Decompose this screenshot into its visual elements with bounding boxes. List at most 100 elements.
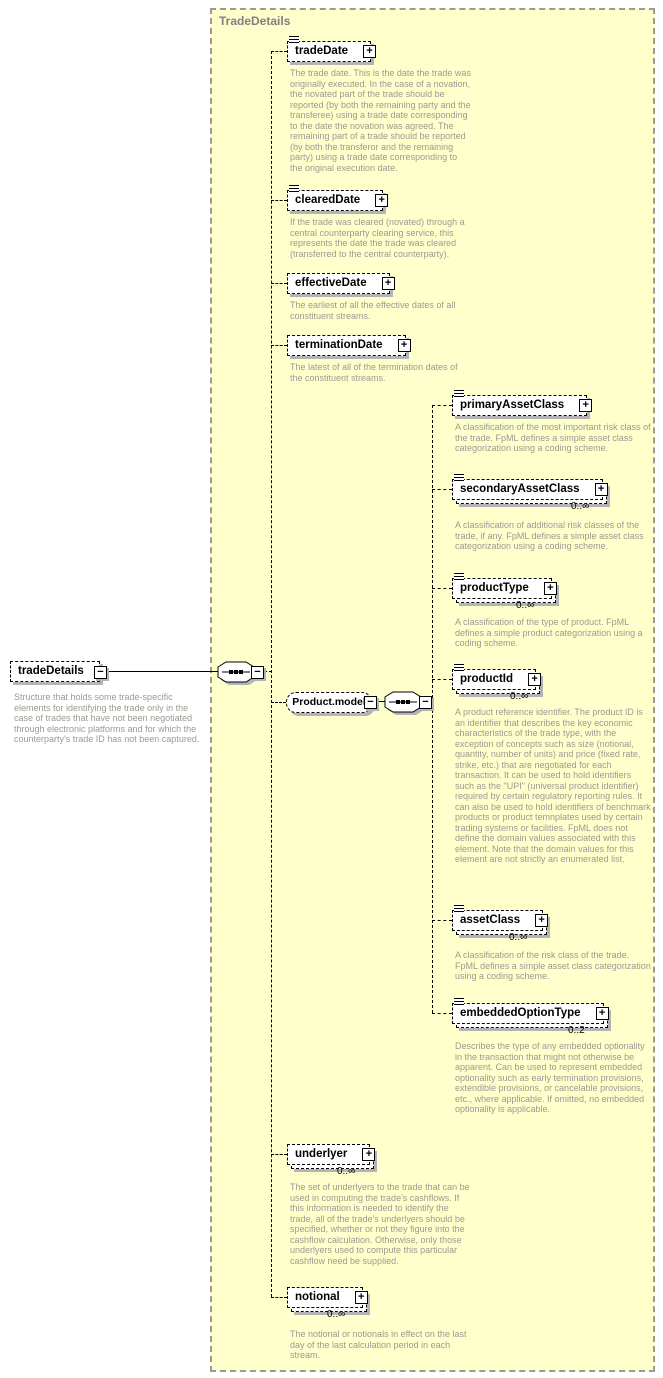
expand-icon[interactable]: + xyxy=(354,1291,368,1304)
element-label: productId xyxy=(460,673,514,685)
sequence-icon xyxy=(216,660,262,693)
element-label: assetClass xyxy=(460,914,521,926)
attributes-icon xyxy=(454,664,464,673)
connector-sequence-stub xyxy=(264,671,272,672)
occurrence-label: 0..∞ xyxy=(509,932,528,943)
occurrence-label: 0..∞ xyxy=(571,501,590,512)
element-effectiveDate[interactable]: effectiveDate + xyxy=(287,273,395,294)
element-description: The trade date. This is the date the tra… xyxy=(290,68,471,173)
element-description: A classification of the type of product.… xyxy=(455,617,643,648)
element-box[interactable]: tradeDetails xyxy=(10,661,100,682)
element-box[interactable]: embeddedOptionType + xyxy=(452,998,609,1024)
element-description: A classification of the most important r… xyxy=(455,422,651,453)
group-box[interactable]: Product.model xyxy=(286,692,372,713)
connector-to-tradeDate xyxy=(271,51,287,52)
expand-icon[interactable]: + xyxy=(528,673,542,686)
element-notional[interactable]: notional + xyxy=(287,1287,368,1312)
element-label: terminationDate xyxy=(295,339,383,351)
collapse-icon[interactable]: − xyxy=(419,696,432,709)
connector-to-effectiveDate xyxy=(271,283,287,284)
collapse-icon[interactable]: − xyxy=(251,666,264,679)
connector-to-product-model xyxy=(271,702,286,703)
element-box[interactable]: notional + xyxy=(287,1287,368,1308)
element-description: The earliest of all the effective dates … xyxy=(290,300,456,321)
element-description: The notional or notionals in effect on t… xyxy=(290,1329,467,1360)
group-label: Product.model xyxy=(292,696,366,708)
element-box[interactable]: clearedDate+ xyxy=(287,185,389,211)
element-label: notional xyxy=(295,1291,340,1303)
sequence-icon xyxy=(383,690,429,723)
connector-branch-level2 xyxy=(432,405,433,1013)
element-box[interactable]: underlyer + xyxy=(287,1144,376,1165)
attributes-icon xyxy=(289,36,299,45)
expand-icon[interactable]: + xyxy=(579,399,593,412)
element-primaryAssetClass[interactable]: primaryAssetClass + xyxy=(452,390,593,416)
occurrence-label: 0..∞ xyxy=(516,600,535,611)
element-description: Structure that holds some trade-specific… xyxy=(14,692,200,744)
element-label: effectiveDate xyxy=(295,277,367,289)
element-assetClass[interactable]: assetClass + xyxy=(452,905,549,935)
occurrence-label: 0..∞ xyxy=(327,1309,346,1320)
element-box[interactable]: assetClass + xyxy=(452,905,549,931)
attributes-icon xyxy=(454,998,464,1007)
connector-to-notional xyxy=(271,1297,287,1298)
element-box[interactable]: productType + xyxy=(452,573,557,599)
element-productId[interactable]: productId + xyxy=(452,664,542,694)
element-label: underlyer xyxy=(295,1148,348,1160)
occurrence-label: 0..2 xyxy=(568,1025,585,1036)
element-box[interactable]: secondaryAssetClass + xyxy=(452,474,608,500)
element-label: tradeDetails xyxy=(18,665,84,677)
element-clearedDate[interactable]: clearedDate+ xyxy=(287,185,389,211)
connector-to-productId xyxy=(432,679,452,680)
connector-to-embeddedOptionType xyxy=(432,1013,452,1014)
expand-icon[interactable]: + xyxy=(595,1007,609,1020)
element-label: secondaryAssetClass xyxy=(460,483,580,495)
element-box[interactable]: primaryAssetClass + xyxy=(452,390,593,416)
element-box[interactable]: productId + xyxy=(452,664,542,690)
expand-icon[interactable]: + xyxy=(535,914,549,927)
element-description: A classification of the risk class of th… xyxy=(455,950,651,981)
element-box[interactable]: effectiveDate + xyxy=(287,273,395,294)
connector-to-underlyer xyxy=(271,1154,287,1155)
element-box[interactable]: tradeDate+ xyxy=(287,36,377,62)
expand-icon[interactable]: + xyxy=(362,1148,376,1161)
element-productType[interactable]: productType + xyxy=(452,573,557,603)
group-product-model[interactable]: Product.model xyxy=(286,692,372,713)
element-label: embeddedOptionType xyxy=(460,1007,581,1019)
connector-root-to-sequence xyxy=(107,671,218,672)
element-label: productType xyxy=(460,582,529,594)
expand-icon[interactable]: + xyxy=(543,582,557,595)
element-description: A classification of additional risk clas… xyxy=(455,520,644,551)
panel-title: TradeDetails xyxy=(219,14,291,28)
element-description: The set of underlyers to the trade that … xyxy=(290,1182,470,1266)
collapse-icon[interactable]: − xyxy=(94,666,107,679)
expand-icon[interactable]: + xyxy=(381,277,395,290)
element-terminationDate[interactable]: terminationDate + xyxy=(287,335,411,356)
attributes-icon xyxy=(454,573,464,582)
attributes-icon xyxy=(454,390,464,399)
connector-to-clearedDate xyxy=(271,200,287,201)
element-description: Describes the type of any embedded optio… xyxy=(455,1041,645,1114)
expand-icon[interactable]: + xyxy=(397,339,411,352)
attributes-icon xyxy=(289,185,299,194)
expand-icon[interactable]: + xyxy=(375,194,389,207)
connector-to-productType xyxy=(432,588,452,589)
attributes-icon xyxy=(454,474,464,483)
element-tradeDate[interactable]: tradeDate+ xyxy=(287,36,377,62)
element-tradeDetails[interactable]: tradeDetails xyxy=(10,661,100,682)
element-label: primaryAssetClass xyxy=(460,399,565,411)
element-embeddedOptionType[interactable]: embeddedOptionType + xyxy=(452,998,609,1028)
expand-icon[interactable]: + xyxy=(594,483,608,496)
element-secondaryAssetClass[interactable]: secondaryAssetClass + xyxy=(452,474,608,504)
connector-to-assetClass xyxy=(432,920,452,921)
element-underlyer[interactable]: underlyer + xyxy=(287,1144,376,1169)
element-box[interactable]: terminationDate + xyxy=(287,335,411,356)
occurrence-label: 0..∞ xyxy=(510,691,529,702)
connector-to-primaryAssetClass xyxy=(432,405,452,406)
expand-icon[interactable]: + xyxy=(363,45,377,58)
collapse-icon[interactable]: − xyxy=(364,696,377,709)
element-description: The latest of all of the termination dat… xyxy=(290,362,458,383)
occurrence-label: 0..∞ xyxy=(337,1166,356,1177)
connector-to-secondaryAssetClass xyxy=(432,489,452,490)
attributes-icon xyxy=(454,905,464,914)
